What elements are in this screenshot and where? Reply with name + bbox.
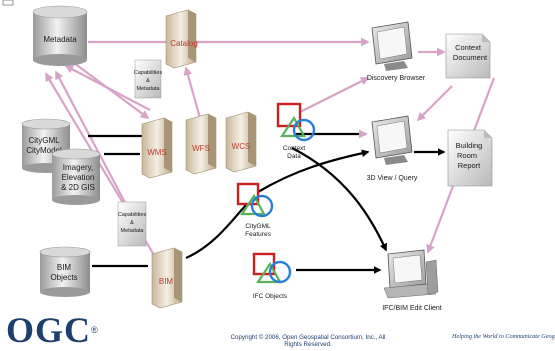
building-report-line3: Report bbox=[458, 161, 481, 170]
arrow-document-to-view bbox=[416, 85, 453, 122]
citygml-features-line1: CityGML bbox=[245, 223, 271, 230]
arrow-capabilities-to-metadata bbox=[64, 65, 151, 111]
context-data-line2: Data bbox=[287, 153, 301, 160]
building-report-line1: Building bbox=[456, 141, 483, 150]
building-report-line2: Room bbox=[457, 151, 477, 160]
citygml-model-line2: CityModel bbox=[26, 146, 62, 155]
capabilities-bottom-line2: & bbox=[130, 220, 134, 226]
wfs-server: WFS bbox=[185, 113, 217, 175]
wfs-label: WFS bbox=[192, 144, 210, 153]
bim-objects-database: BIM Objects bbox=[39, 246, 91, 297]
bim-objects-line1: BIM bbox=[57, 263, 72, 272]
capabilities-top-line2: & bbox=[146, 78, 150, 84]
context-document-line1: Context bbox=[455, 43, 482, 52]
catalog-label: Catalog bbox=[170, 39, 198, 48]
wms-label: WMS bbox=[147, 148, 167, 157]
arrow-bim-to-features bbox=[185, 204, 247, 260]
imagery-line3: & 2D GIS bbox=[61, 183, 95, 192]
arrow-features-to-view bbox=[257, 149, 370, 193]
context-document-line2: Document bbox=[453, 53, 488, 62]
footer-copyright: Copyright © 2006, Open Geospatial Consor… bbox=[230, 334, 386, 348]
ifc-objects-icon: IFC Objects bbox=[252, 252, 292, 300]
capabilities-top-line1: Capabilities bbox=[134, 70, 163, 76]
logo-registered-mark: ® bbox=[91, 325, 99, 335]
capabilities-bottom-line3: Metadata bbox=[121, 228, 145, 234]
wcs-label: WCS bbox=[232, 142, 251, 151]
metadata-label: Metadata bbox=[43, 35, 77, 44]
wms-server: WMS bbox=[141, 117, 173, 179]
bim-objects-line2: Objects bbox=[50, 273, 77, 282]
view-query-label: 3D View / Query bbox=[367, 175, 418, 182]
ifc-client-computer: IFC/BIM Edit Client bbox=[382, 249, 442, 312]
data-flow-arrows bbox=[88, 129, 446, 274]
building-report-document: Building Room Report bbox=[447, 129, 493, 187]
context-data-line1: Context bbox=[283, 145, 306, 152]
discovery-browser-label: Discovery Browser bbox=[367, 75, 426, 82]
metadata-database: Metadata bbox=[32, 5, 88, 66]
corner-icon bbox=[2, 0, 14, 6]
capabilities-doc-top: Capabilities & Metadata bbox=[134, 59, 163, 99]
arrow-context-to-ifc bbox=[291, 147, 388, 252]
citygml-model-line1: CityGML bbox=[28, 136, 60, 145]
bim-label: BIM bbox=[159, 277, 174, 286]
context-data-icon: Context Data bbox=[276, 102, 316, 160]
capabilities-top-line3: Metadata bbox=[137, 86, 161, 92]
footer-tagline: Helping the World to Communicate Geograp… bbox=[452, 333, 555, 340]
arrow-bim-capabilities-to-metadata bbox=[55, 70, 131, 213]
arrow-context-to-discovery bbox=[299, 77, 370, 113]
arrow-servers-to-catalog bbox=[183, 66, 202, 119]
citygml-features-line2: Features bbox=[245, 231, 271, 238]
imagery-line1: Imagery, bbox=[63, 163, 94, 172]
logo-text: OGC bbox=[6, 310, 92, 350]
discovery-browser-monitor: Discovery Browser bbox=[367, 21, 426, 82]
imagery-line2: Elevation bbox=[62, 173, 95, 182]
ifc-client-label: IFC/BIM Edit Client bbox=[382, 305, 442, 312]
metadata-flow-arrows bbox=[45, 37, 496, 266]
view-query-monitor: 3D View / Query bbox=[367, 115, 418, 182]
citygml-features-icon: CityGML Features bbox=[236, 182, 274, 238]
catalog-server: Catalog bbox=[165, 9, 198, 69]
ifc-objects-label: IFC Objects bbox=[253, 293, 288, 300]
context-document: Context Document bbox=[445, 33, 491, 79]
imagery-database: Imagery, Elevation & 2D GIS bbox=[51, 148, 101, 205]
capabilities-doc-bottom: Capabilities & Metadata bbox=[117, 201, 147, 247]
ogc-logo: OGC® bbox=[6, 312, 99, 348]
capabilities-bottom-line1: Capabilities bbox=[118, 212, 147, 218]
bim-server: BIM bbox=[151, 247, 183, 309]
wcs-server: WCS bbox=[225, 111, 257, 173]
